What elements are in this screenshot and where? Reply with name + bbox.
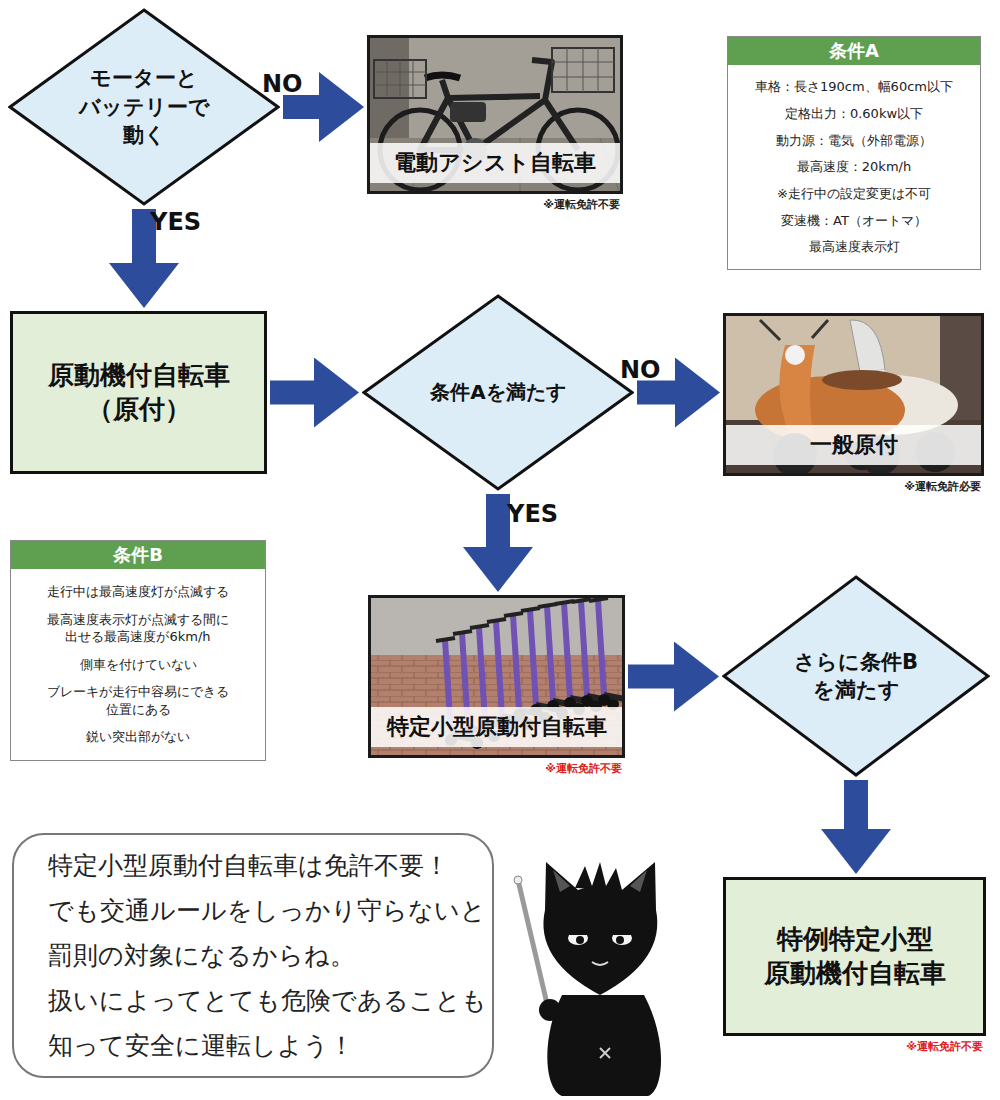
cat-paw xyxy=(539,999,561,1021)
diamond-shape xyxy=(724,577,988,775)
diamond-shape xyxy=(10,10,278,204)
condition-item: 最高速度表示灯が点滅する間に 出せる最高速度が6km/h xyxy=(31,611,246,646)
condition-item: 側車を付けていない xyxy=(80,656,197,674)
photo-floor xyxy=(723,420,984,476)
condition-header: 条件A xyxy=(728,37,980,65)
basket-grid xyxy=(374,60,426,98)
bicycle-saddle xyxy=(425,75,460,78)
moped-photo xyxy=(723,313,984,476)
edge-label: NO xyxy=(262,70,303,98)
bicycle-basket xyxy=(552,48,614,92)
photo-box: 電動アシスト自転車※運転免許不要 xyxy=(367,35,623,194)
diamond-outline xyxy=(722,575,990,777)
condition-box: 条件B 走行中は最高速度灯が点滅する最高速度表示灯が点滅する間に 出せる最高速度が… xyxy=(10,540,266,761)
condition-item: 動力源：電気（外部電源） xyxy=(776,132,932,150)
photo-box: 特定小型原動付自転車※運転免許不要 xyxy=(368,595,625,758)
cat-body xyxy=(547,995,661,1096)
scooter-windshield xyxy=(850,320,885,372)
photo-caption: 一般原付 xyxy=(726,425,981,465)
bicycle-battery xyxy=(450,102,486,122)
cat-mascot xyxy=(514,862,661,1096)
photo-box: 一般原付※運転免許必要 xyxy=(723,313,984,476)
box-label: 原動機付自転車 （原付） xyxy=(39,359,239,427)
condition-item: ※走行中の設定変更は不可 xyxy=(777,185,931,203)
license-note: ※運転免許不要 xyxy=(906,1039,983,1054)
kickboard xyxy=(572,599,619,710)
photo-caption: 特定小型原動付自転車 xyxy=(371,707,622,747)
decision-text: モーターと バッテリーで 動く xyxy=(74,64,214,149)
speech-text: 特定小型原動付自転車は免許不要！ でも交通ルールをしっかり守らないと 罰則の対象… xyxy=(48,843,488,1068)
kickboard xyxy=(589,598,625,709)
cat-mouth xyxy=(592,962,608,965)
flow-arrow xyxy=(283,95,320,119)
basket-grid xyxy=(552,48,614,92)
process-box: 特例特定小型 原動機付自転車※運転免許不要 xyxy=(723,877,986,1036)
box-label: 特例特定小型 原動機付自転車 xyxy=(755,923,955,991)
photo-wall xyxy=(367,35,623,194)
pointer-stick xyxy=(518,880,548,1008)
cat-eyelid xyxy=(566,931,634,935)
condition-item: 最高速度：20km/h xyxy=(797,158,911,176)
license-note: ※運転免許不要 xyxy=(545,761,622,776)
bicycle-basket xyxy=(374,60,426,98)
condition-header: 条件B xyxy=(11,541,265,569)
condition-item: 変速機：AT（オートマ） xyxy=(781,212,927,230)
flow-arrow xyxy=(637,381,676,405)
condition-item: 走行中は最高速度灯が点滅する xyxy=(47,583,229,601)
flow-arrow xyxy=(628,665,675,689)
bicycle-photo xyxy=(367,35,623,194)
process-box: 原動機付自転車 （原付） xyxy=(10,311,267,474)
speech-bubble: 特定小型原動付自転車は免許不要！ でも交通ルールをしっかり守らないと 罰則の対象… xyxy=(12,833,494,1078)
cat-belly-mark xyxy=(600,1048,610,1058)
condition-item: 車格：長さ190cm、幅60cm以下 xyxy=(755,78,953,96)
diamond-shape xyxy=(364,296,632,489)
condition-body: 走行中は最高速度灯が点滅する最高速度表示灯が点滅する間に 出せる最高速度が6km… xyxy=(11,569,265,760)
scooter-seat xyxy=(822,370,902,390)
scooter-mirror xyxy=(760,320,828,340)
pointer-tip xyxy=(514,876,522,884)
condition-title: 条件B xyxy=(113,544,163,565)
condition-box: 条件A 車格：長さ190cm、幅60cm以下定格出力：0.60kw以下動力源：電気… xyxy=(727,36,981,270)
photo-wall xyxy=(723,313,984,476)
flow-arrow xyxy=(486,494,510,548)
decision-diamond: 条件Aを満たす xyxy=(362,294,634,491)
condition-item: 定格出力：0.60kw以下 xyxy=(785,105,923,123)
decision-text: 条件Aを満たす xyxy=(398,379,598,406)
edge-label: NO xyxy=(620,356,661,384)
condition-item: ブレーキが走行中容易にできる 位置にある xyxy=(31,683,246,718)
condition-item: 鋭い突出部がない xyxy=(86,728,190,746)
edge-label: YES xyxy=(507,500,558,528)
flow-arrow xyxy=(270,381,315,405)
decision-diamond: モーターと バッテリーで 動く xyxy=(8,8,280,206)
bicycle-frame xyxy=(420,60,578,150)
cat-inner-ear xyxy=(553,870,647,892)
edge-label: YES xyxy=(150,208,201,236)
flow-arrow xyxy=(844,780,868,830)
condition-item: 最高速度表示灯 xyxy=(809,238,900,256)
photo-caption: 電動アシスト自転車 xyxy=(370,143,620,183)
condition-title: 条件A xyxy=(829,40,879,61)
condition-body: 車格：長さ190cm、幅60cm以下定格出力：0.60kw以下動力源：電気（外部… xyxy=(728,65,980,269)
kickboard-photo xyxy=(368,595,625,758)
decision-text: さらに条件B を満たす xyxy=(791,648,921,705)
decision-diamond: さらに条件B を満たす xyxy=(722,575,990,777)
cat-hair xyxy=(575,862,622,890)
cat-pupil xyxy=(616,936,624,944)
scooter-headlight xyxy=(785,345,805,365)
license-note: ※運転免許必要 xyxy=(904,479,981,494)
license-note: ※運転免許不要 xyxy=(543,197,620,212)
cat-pupil xyxy=(576,936,584,944)
cat-head xyxy=(543,862,657,995)
